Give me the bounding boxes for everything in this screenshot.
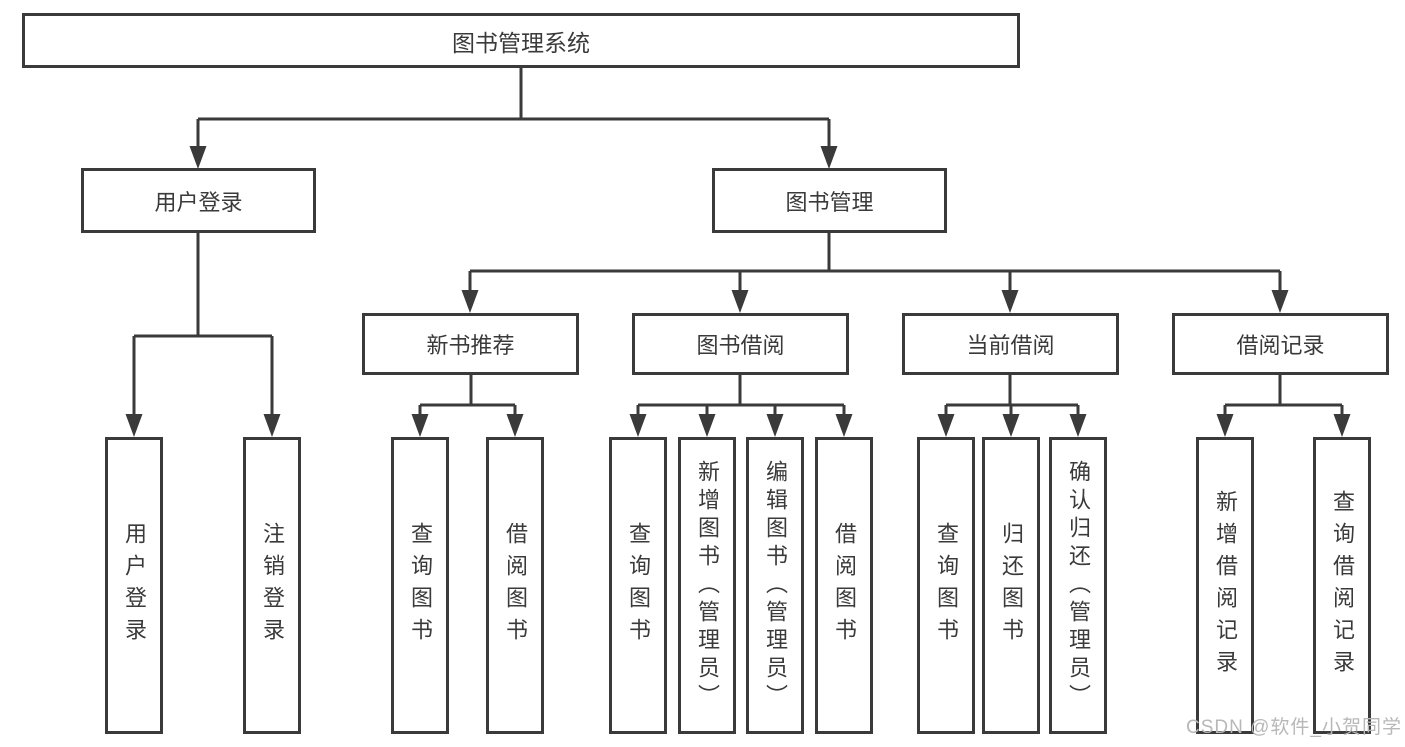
node-root: 图书管理系统: [22, 13, 1020, 68]
node-new-book-rec-label: 新书推荐: [426, 333, 515, 358]
node-new-book-rec: 新书推荐: [362, 313, 579, 375]
node-cb-query-books: 查询图书: [917, 437, 975, 734]
node-br-query-record: 查询借阅记录: [1313, 437, 1371, 734]
node-borrow-records-label: 借阅记录: [1236, 333, 1325, 358]
node-bb-add-books-admin: 新增图书（管理员）: [678, 437, 736, 734]
watermark: CSDN @软件_小贺同学: [1186, 717, 1402, 738]
node-current-borrow-label: 当前借阅: [966, 333, 1055, 358]
connector-paths: [132, 68, 1344, 416]
node-book-mgmt-label: 图书管理: [785, 189, 874, 215]
node-user-login-label: 用户登录: [154, 189, 243, 215]
node-nb-query-books: 查询图书: [391, 437, 449, 734]
node-book-mgmt: 图书管理: [712, 168, 947, 233]
node-root-label: 图书管理系统: [452, 29, 590, 56]
node-user-login: 用户登录: [81, 168, 316, 233]
node-bb-edit-books-admin: 编辑图书（管理员）: [746, 437, 804, 734]
node-bb-query-books: 查询图书: [609, 437, 667, 734]
node-bb-borrow-books: 借阅图书: [815, 437, 873, 734]
node-borrow-records: 借阅记录: [1172, 313, 1389, 375]
node-nb-borrow-books: 借阅图书: [486, 437, 544, 734]
node-current-borrow: 当前借阅: [902, 313, 1119, 375]
arrowhead-icons: [125, 146, 1351, 437]
node-br-add-record: 新增借阅记录: [1196, 437, 1254, 734]
node-logout-action: 注销登录: [243, 437, 301, 734]
node-cb-return-books: 归还图书: [982, 437, 1040, 734]
node-cb-confirm-return-admin: 确认归还（管理员）: [1049, 437, 1107, 734]
node-book-borrow: 图书借阅: [632, 313, 849, 375]
node-book-borrow-label: 图书借阅: [696, 333, 785, 358]
node-user-login-action: 用户登录: [105, 437, 163, 734]
